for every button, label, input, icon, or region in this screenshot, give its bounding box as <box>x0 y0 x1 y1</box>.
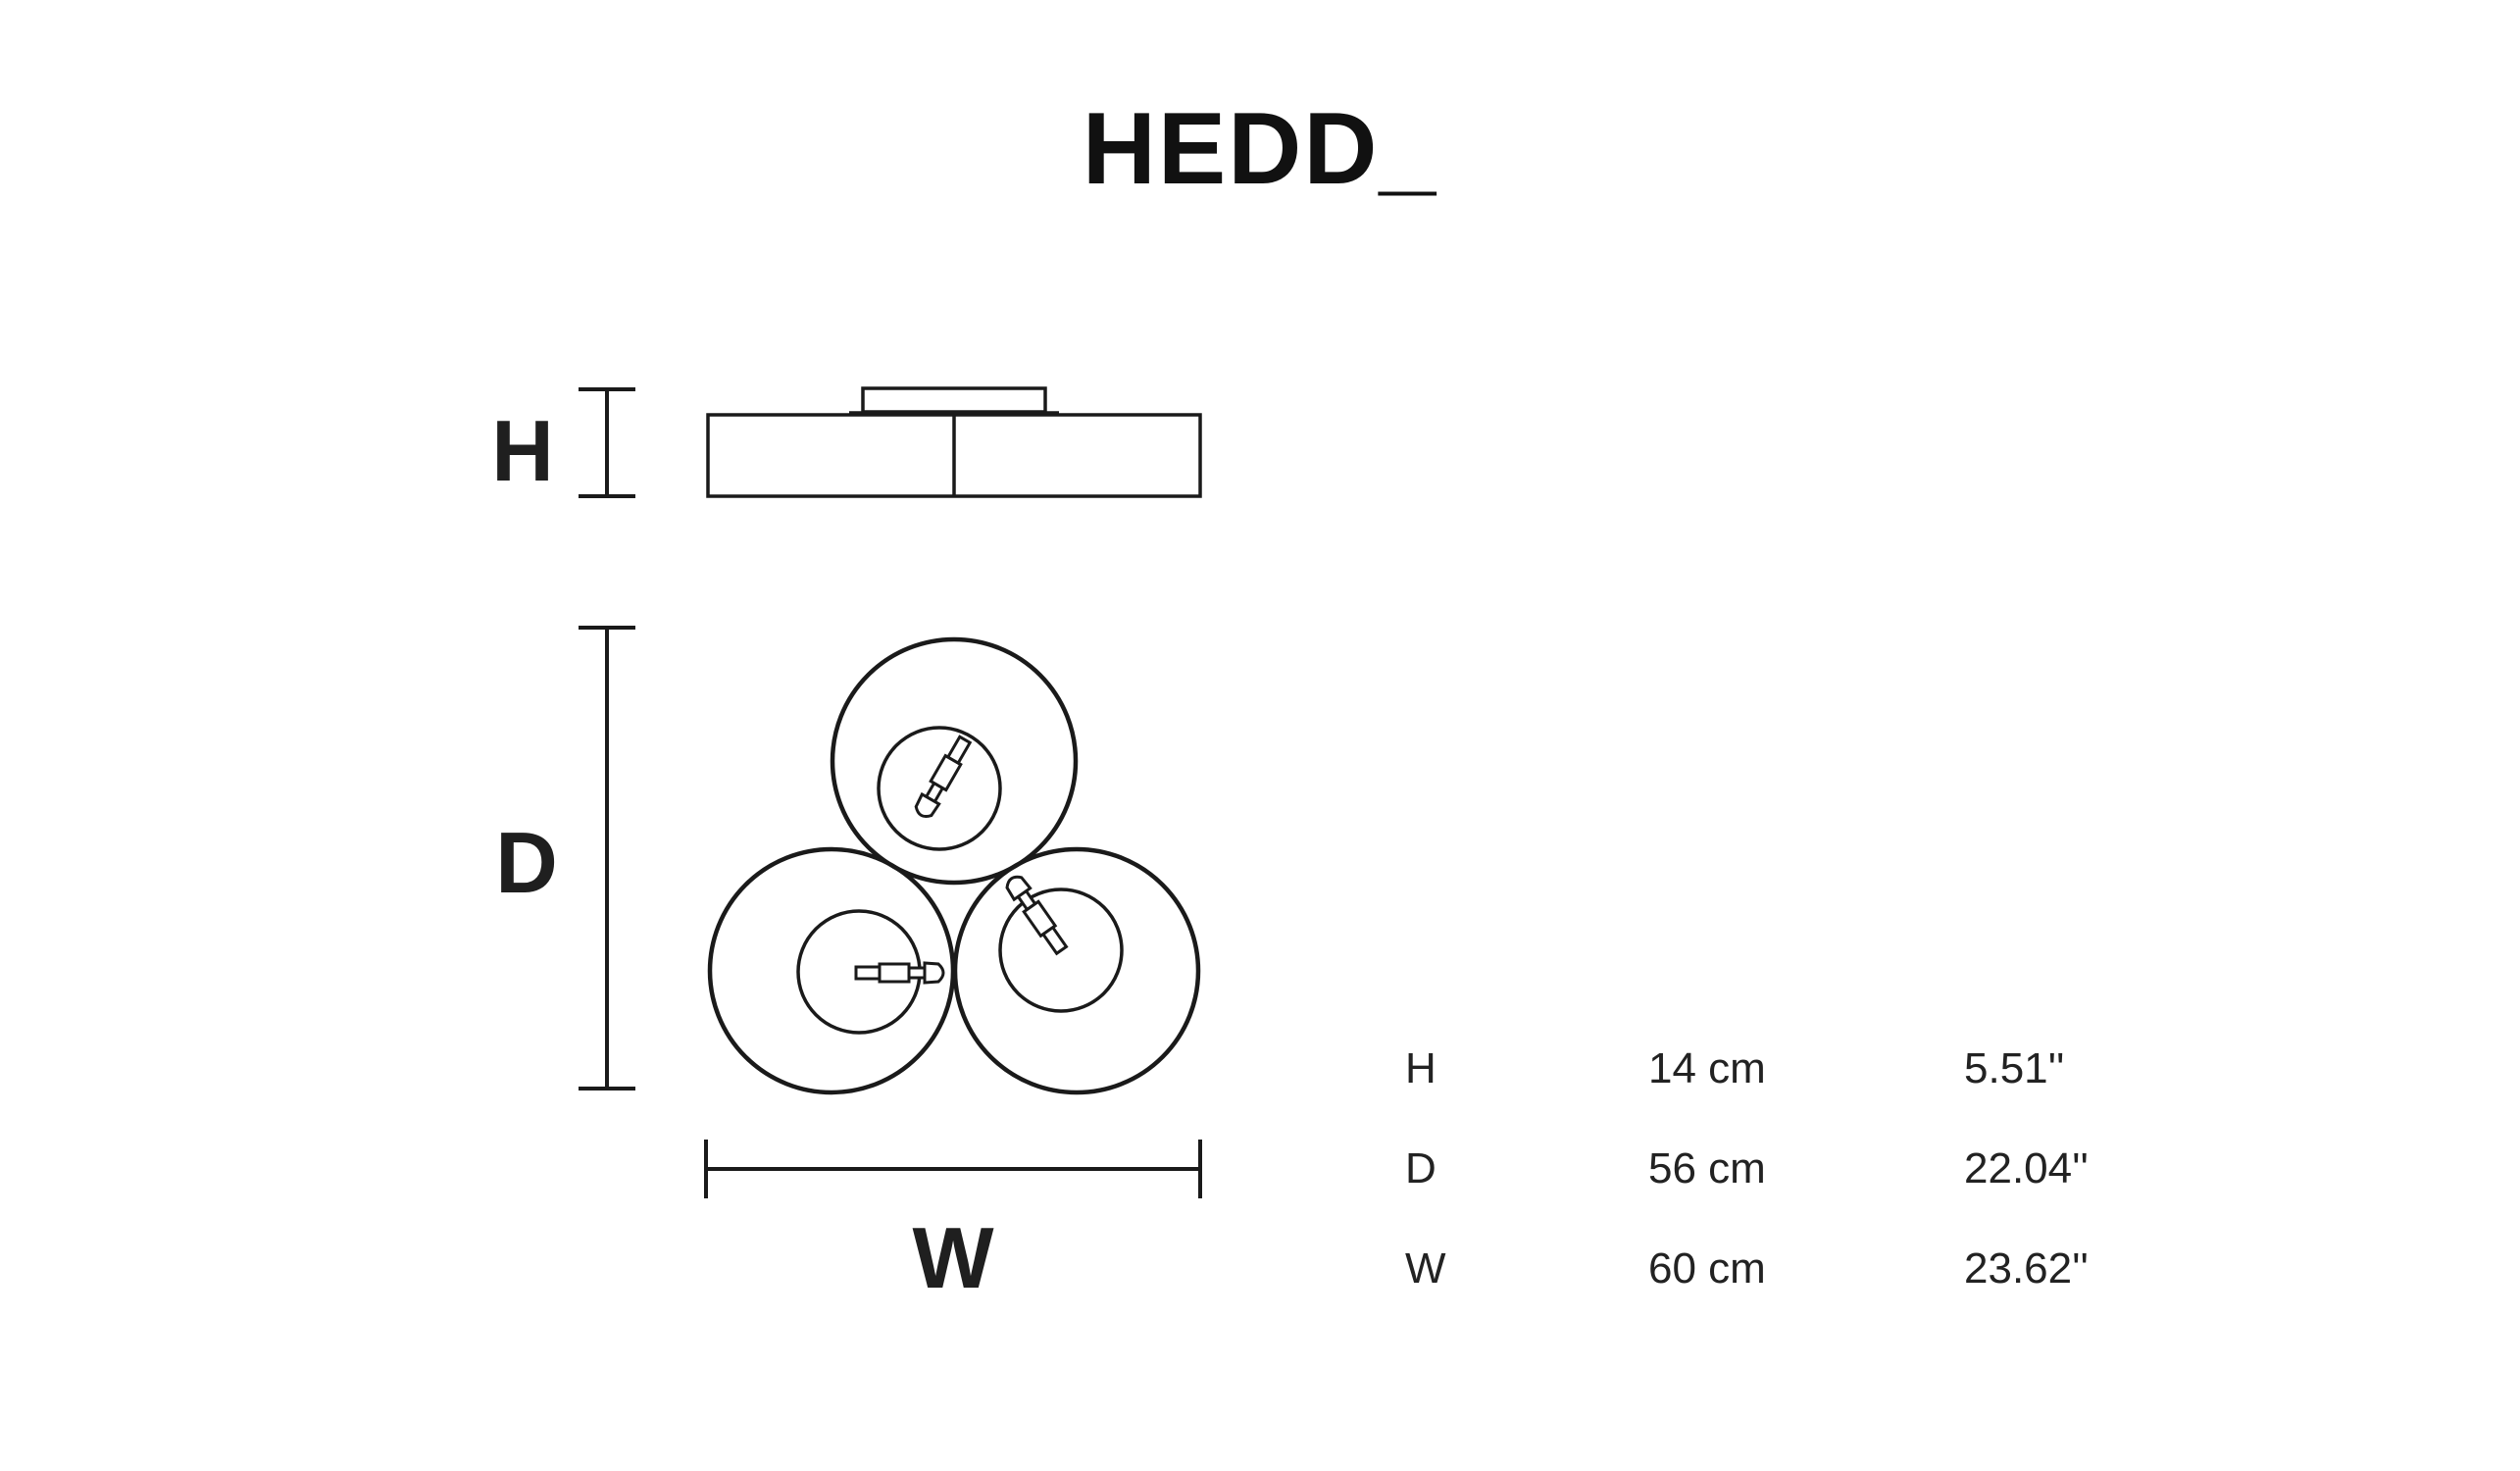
spec-imperial: 5.51'' <box>1964 1044 2065 1092</box>
spec-metric: 14 cm <box>1648 1044 1766 1092</box>
width-dimension <box>704 1140 1202 1198</box>
spec-metric: 56 cm <box>1648 1144 1766 1192</box>
height-label: H <box>491 402 554 499</box>
height-dimension <box>579 387 635 498</box>
globe-top <box>830 636 1079 886</box>
globe-right-opening <box>998 888 1124 1013</box>
spec-imperial: 23.62'' <box>1964 1244 2089 1293</box>
spec-label: D <box>1405 1144 1436 1192</box>
bulb-socket-left <box>854 961 945 985</box>
product-title: HEDD_ <box>1082 92 1438 206</box>
depth-dimension <box>579 626 635 1091</box>
canopy-base <box>861 386 1047 414</box>
plan-view <box>707 636 1201 1095</box>
spec-imperial: 22.04'' <box>1964 1144 2089 1192</box>
globe-right <box>952 846 1201 1095</box>
depth-label: D <box>495 814 558 911</box>
spec-metric: 60 cm <box>1648 1244 1766 1293</box>
side-view <box>706 386 1202 498</box>
globe-top-opening <box>877 726 1002 851</box>
spec-label: W <box>1405 1244 1446 1293</box>
spec-label: H <box>1405 1044 1436 1092</box>
bulb-socket-right <box>1005 875 1069 956</box>
width-label: W <box>912 1209 993 1306</box>
bulb-socket-top <box>914 735 973 819</box>
